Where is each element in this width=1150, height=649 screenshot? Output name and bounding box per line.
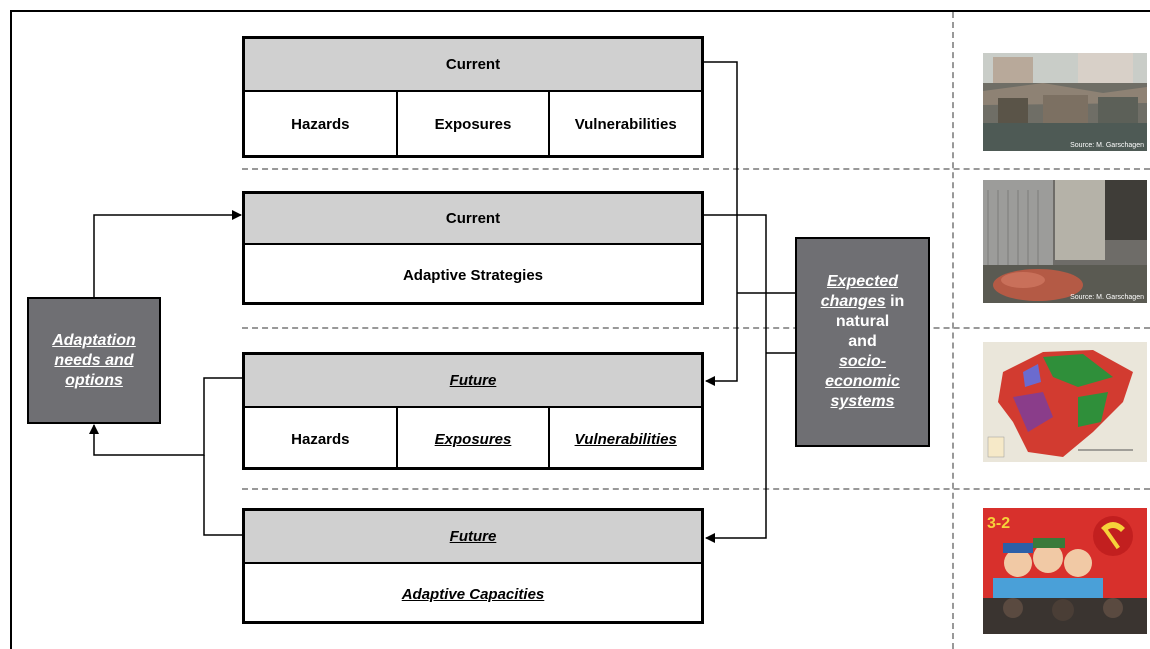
arrow-current-hev-to-future-hev xyxy=(704,61,738,386)
flooded-houses-image xyxy=(983,53,1147,151)
systems-word: systems xyxy=(830,393,895,410)
photo2-credit: Source: M. Garschagen xyxy=(1070,294,1144,301)
current-strategies-box: Current Adaptive Strategies xyxy=(242,191,704,305)
future-capacities-header: Future xyxy=(449,528,497,545)
svg-text:3-2: 3-2 xyxy=(987,515,1010,532)
photo-bricks-flood: Source: M. Garschagen xyxy=(983,180,1147,303)
future-hev-box: Future Hazards Exposures Vulnerabilities xyxy=(242,352,704,470)
adaptive-capacities-cell: Adaptive Capacities xyxy=(401,585,545,603)
and-word: and xyxy=(848,333,877,350)
bricks-flood-image xyxy=(983,180,1147,303)
current-vulnerabilities-cell: Vulnerabilities xyxy=(548,92,701,157)
arrow-strategies-to-future-capacities xyxy=(704,214,767,543)
future-capacities-header-bar: Future xyxy=(245,511,701,564)
economic-word: economic xyxy=(825,373,900,390)
separator-1 xyxy=(242,168,1150,170)
natural-word: natural xyxy=(835,313,890,330)
expected-changes-box: Expected changes in natural and socio- e… xyxy=(795,237,930,447)
future-exposures-cell: Exposures xyxy=(434,430,512,448)
future-vulnerabilities-cell: Vulnerabilities xyxy=(574,430,677,448)
adaptive-strategies-cell: Adaptive Strategies xyxy=(402,266,544,284)
arrow-adaptation-to-strategies xyxy=(93,210,242,297)
adaptive-capacities-cell-wrap: Adaptive Capacities xyxy=(245,564,701,624)
current-hev-box: Current Hazards Exposures Vulnerabilitie… xyxy=(242,36,704,158)
photo-flooded-houses: Source: M. Garschagen xyxy=(983,53,1147,151)
expected-word: Expected xyxy=(826,273,899,290)
separator-3 xyxy=(242,488,1150,490)
adaptation-line2: needs and xyxy=(54,351,134,369)
future-hazards-cell: Hazards xyxy=(291,430,350,448)
socio-word: socio- xyxy=(838,353,887,370)
adaptation-needs-box: Adaptation needs and options xyxy=(27,297,161,424)
in-word: in xyxy=(885,293,905,310)
photo1-credit: Source: M. Garschagen xyxy=(1070,142,1144,149)
frame-top-border xyxy=(10,10,1150,12)
current-strategies-header: Current xyxy=(245,194,701,245)
arrow-future-hev-to-adaptation xyxy=(89,377,242,456)
separator-2 xyxy=(242,327,1150,329)
frame-left-border xyxy=(10,10,12,649)
adaptation-line1: Adaptation xyxy=(52,331,136,349)
adaptation-line3: options xyxy=(65,371,123,389)
future-hev-header: Future xyxy=(449,372,497,389)
delta-map-image xyxy=(983,342,1147,462)
current-hazards-cell: Hazards xyxy=(291,116,350,133)
photo-delta-map xyxy=(983,342,1147,462)
photo-poster: 3-2 xyxy=(983,508,1147,634)
poster-image: 3-2 xyxy=(983,508,1147,634)
line-future-capacities-to-merge xyxy=(203,455,242,536)
future-exposures-cell-wrap: Exposures xyxy=(395,408,549,470)
future-hev-header-bar: Future xyxy=(245,355,701,408)
future-vulnerabilities-cell-wrap: Vulnerabilities xyxy=(548,408,701,470)
photo-column-separator xyxy=(952,12,954,649)
changes-word: changes xyxy=(820,293,886,310)
current-hev-header: Current xyxy=(245,39,701,92)
current-exposures-cell: Exposures xyxy=(395,92,549,157)
future-capacities-box: Future Adaptive Capacities xyxy=(242,508,704,624)
